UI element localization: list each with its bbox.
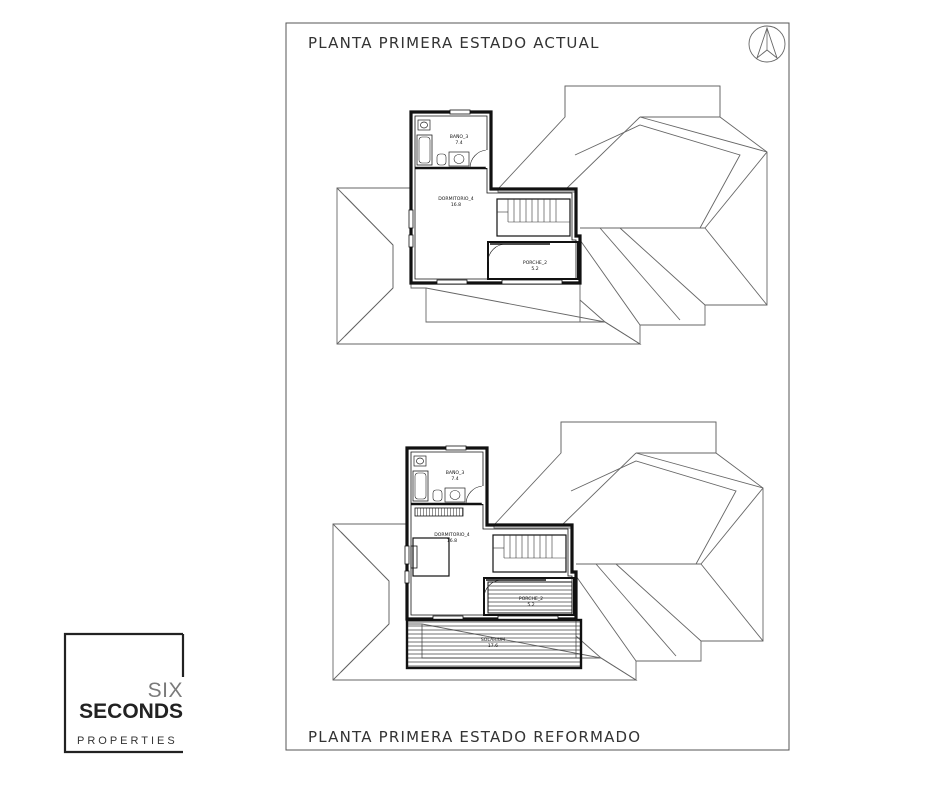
- plan-bottom: BAÑO_3 7.4 DORMITORIO_4 16.8 PORCHE_2 5.…: [332, 421, 764, 681]
- north-arrow-icon: [748, 25, 786, 63]
- room-name: BAÑO_3: [446, 469, 465, 476]
- room-name: DORMITORIO_4: [438, 196, 474, 202]
- plan-top-title: PLANTA PRIMERA ESTADO ACTUAL: [308, 34, 600, 52]
- room-area: 16.8: [447, 538, 457, 544]
- plan-bottom-title: PLANTA PRIMERA ESTADO REFORMADO: [308, 728, 641, 746]
- room-area: 5.2: [527, 602, 534, 608]
- room-area: 7.4: [455, 140, 462, 146]
- logo-line-1: SIX: [148, 679, 183, 702]
- room-name: BAÑO_3: [450, 133, 469, 140]
- room-area: 16.8: [451, 202, 461, 208]
- room-name: SOLARIUM: [481, 637, 505, 643]
- sheet-border: [285, 22, 790, 751]
- six-seconds-logo: SIX SECONDS PROPERTIES: [63, 632, 185, 754]
- logo-line-3: PROPERTIES: [77, 735, 178, 747]
- room-area: 5.2: [531, 266, 538, 272]
- room-name: DORMITORIO_4: [434, 532, 470, 538]
- room-area: 7.4: [451, 476, 458, 482]
- plan-top: BAÑO_3 7.4 DORMITORIO_4 16.8 PORCHE_2 5.…: [336, 85, 768, 345]
- room-area: 17.6: [488, 643, 498, 649]
- room-name: PORCHE_2: [519, 596, 543, 602]
- solarium-deck: [405, 618, 583, 670]
- room-name: PORCHE_2: [523, 260, 547, 266]
- logo-line-2: SECONDS: [79, 700, 183, 723]
